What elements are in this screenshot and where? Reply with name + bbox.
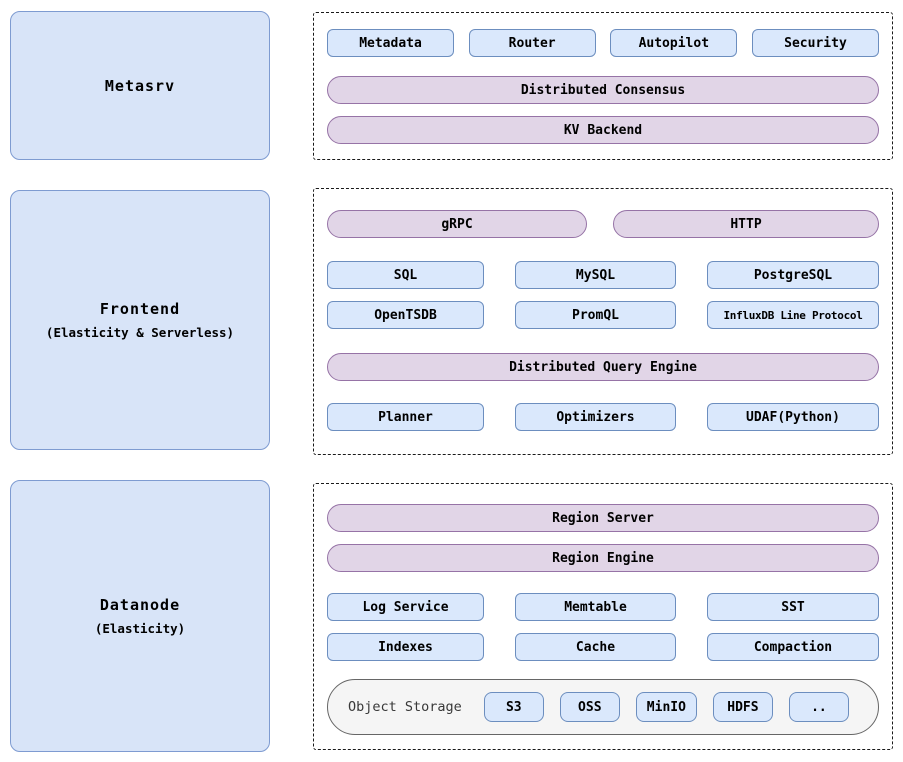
node-minio: MinIO [635,692,697,722]
datanode-box: Datanode (Elasticity) [10,480,270,752]
node-planner: Planner [327,403,484,431]
node-distributed-query-engine: Distributed Query Engine [327,353,879,381]
datanode-components-row-2: Indexes Cache Compaction [327,633,879,661]
object-storage-container: Object Storage S3 OSS MinIO HDFS .. [327,679,879,735]
frontend-transport-row: gRPC HTTP [327,210,879,238]
node-sst: SST [707,593,879,621]
node-optimizers: Optimizers [515,403,676,431]
node-distributed-consensus: Distributed Consensus [327,76,879,104]
node-memtable: Memtable [515,593,676,621]
node-postgresql: PostgreSQL [707,261,879,289]
frontend-sublabel: (Elasticity & Serverless) [45,325,235,340]
frontend-label: Frontend [99,300,181,318]
node-http: HTTP [613,210,879,238]
metasrv-components-row: Metadata Router Autopilot Security [327,29,879,57]
metasrv-box: Metasrv [10,11,270,160]
node-grpc: gRPC [327,210,587,238]
node-other-backends: .. [788,692,849,722]
metasrv-label: Metasrv [104,76,176,95]
node-region-server: Region Server [327,504,879,532]
frontend-box: Frontend (Elasticity & Serverless) [10,190,270,450]
node-cache: Cache [515,633,676,661]
datanode-label: Datanode [99,596,181,614]
node-hdfs: HDFS [712,692,773,722]
node-udaf-python: UDAF(Python) [707,403,879,431]
node-autopilot: Autopilot [610,29,738,57]
frontend-panel: gRPC HTTP SQL MySQL PostgreSQL OpenTSDB … [313,188,893,455]
node-log-service: Log Service [327,593,484,621]
node-metadata: Metadata [327,29,454,57]
datanode-panel: Region Server Region Engine Log Service … [313,483,893,750]
node-region-engine: Region Engine [327,544,879,572]
node-oss: OSS [559,692,620,722]
datanode-components-row-1: Log Service Memtable SST [327,593,879,621]
node-kv-backend: KV Backend [327,116,879,144]
node-influxdb-line-protocol: InfluxDB Line Protocol [707,301,879,329]
datanode-sublabel: (Elasticity) [94,621,186,636]
object-storage-label: Object Storage [348,699,462,715]
node-s3: S3 [483,692,544,722]
node-mysql: MySQL [515,261,676,289]
node-indexes: Indexes [327,633,484,661]
node-compaction: Compaction [707,633,879,661]
node-opentsdb: OpenTSDB [327,301,484,329]
node-security: Security [751,29,879,57]
node-router: Router [468,29,596,57]
node-promql: PromQL [515,301,676,329]
frontend-protocols-row-1: SQL MySQL PostgreSQL [327,261,879,289]
node-sql: SQL [327,261,484,289]
frontend-protocols-row-2: OpenTSDB PromQL InfluxDB Line Protocol [327,301,879,329]
frontend-engine-components-row: Planner Optimizers UDAF(Python) [327,403,879,431]
metasrv-panel: Metadata Router Autopilot Security Distr… [313,12,893,160]
